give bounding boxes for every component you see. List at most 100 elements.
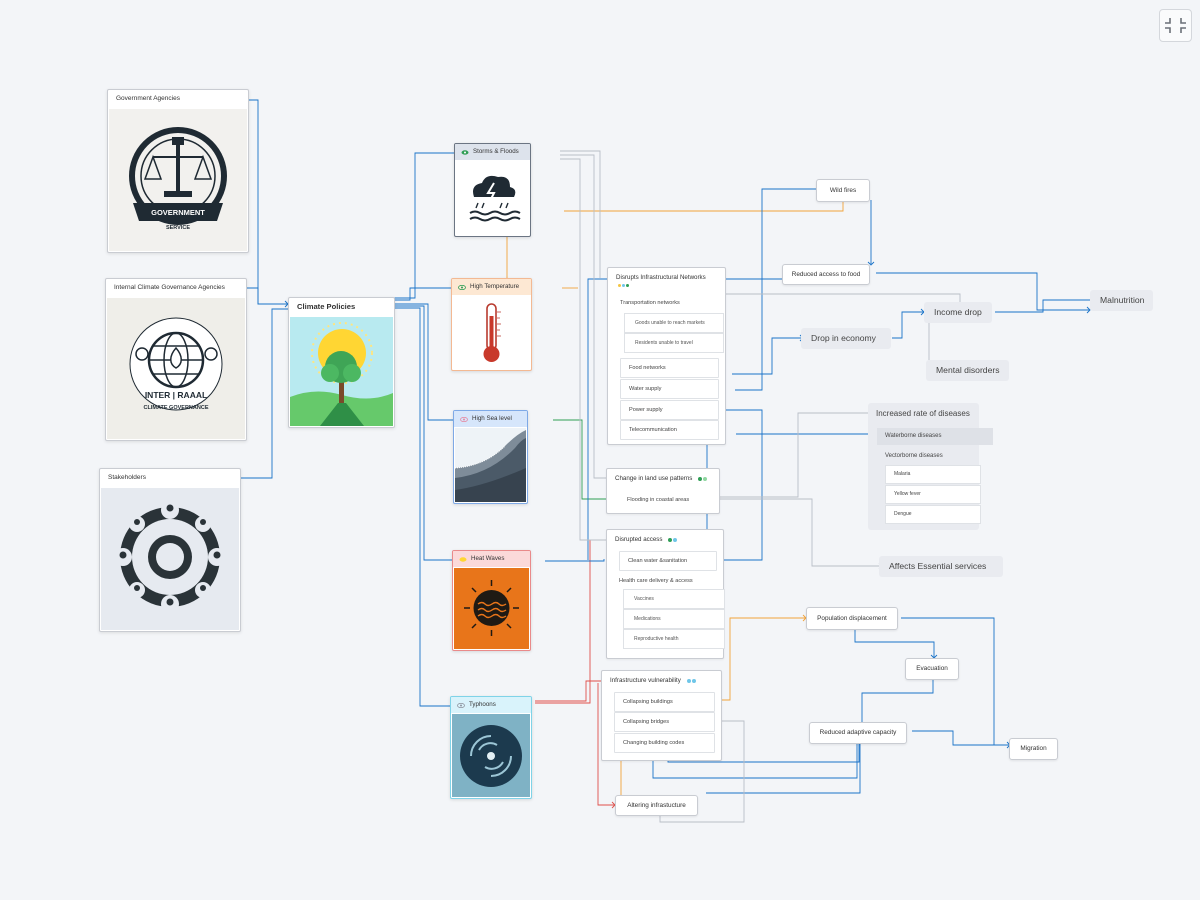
disrupted-access-group[interactable]: Disrupted access Clean water &sanitation… [606,529,725,659]
drop-in-economy-node[interactable]: Drop in economy [801,328,891,349]
altering-infrastructure-node[interactable]: Altering infrastucture [615,795,698,816]
disrupts-infrastructural-networks-group[interactable]: Disrupts Infrastructural Networks Transp… [607,267,726,445]
malnutrition-node[interactable]: Malnutrition [1090,290,1153,311]
flooding-coastal-item[interactable]: Flooding in coastal areas [619,491,713,509]
collapse-button[interactable] [1159,9,1192,42]
status-dot [691,679,696,683]
reduced-access-food-node[interactable]: Reduced access to food [782,264,870,285]
edge-gray-land-diseases [712,412,874,498]
food-networks-item[interactable]: Food networks [620,358,719,378]
stakeholders-logo [101,488,239,630]
edge-altering-adaptive [706,742,861,794]
vuln-dots [686,679,696,683]
edge-adaptive-migration [912,730,1010,746]
infrastructure-vulnerability-group[interactable]: Infrastructure vulnerability Collapsing … [601,670,722,761]
edge-internal-policies [245,287,288,305]
high-sea-level-title: High Sea level [472,415,512,422]
mental-disorders-node[interactable]: Mental disorders [926,360,1009,381]
infra-status-dots [618,284,629,287]
edge-policies-heat [393,305,452,561]
edge-gray-storms-infra [560,150,601,278]
eye-icon [461,149,469,155]
land-use-group[interactable]: Change in land use patterns Flooding in … [606,468,720,514]
government-logo: GOVERNMENT SERVICE [109,109,247,251]
edge-infra-economy [732,337,803,375]
stakeholders-title: Stakeholders [108,474,146,481]
increased-diseases-group[interactable]: Increased rate of diseases Waterborne di… [868,403,993,530]
goods-unable-item[interactable]: Goods unable to reach markets [624,313,724,333]
land-use-header: Change in land use patterns [607,469,719,489]
thermometer-image [453,296,530,369]
storm-cloud-image [456,161,529,235]
edge-economy-income [892,311,924,339]
edge-income-malnutrition [995,299,1090,313]
medications-item[interactable]: Medications [623,609,725,629]
eye-icon [457,702,465,708]
reduced-adaptive-capacity-node[interactable]: Reduced adaptive capacity [809,722,907,744]
reproductive-health-item[interactable]: Reproductive health [623,629,725,649]
edge-temp-wildfire [564,199,844,212]
collapsing-buildings-item[interactable]: Collapsing buildings [614,692,715,712]
power-supply-item[interactable]: Power supply [620,400,719,420]
high-temperature-title: High Temperature [470,283,520,290]
collapsing-bridges-item[interactable]: Collapsing bridges [614,712,715,732]
edge-policies-typhoons [393,307,450,707]
changing-codes-item[interactable]: Changing building codes [614,733,715,753]
sea-wave-image [454,428,526,502]
yellow-fever-item[interactable]: Yellow fever [885,485,981,504]
internal-agencies-card[interactable]: Internal Climate Governance Agencies INT… [105,278,247,441]
status-dot [703,477,708,481]
edge-typhoon-vuln [535,680,606,702]
climate-policies-image [290,317,393,426]
internal-logo-subtext: CLIMATE GOVERNANCE [144,405,209,411]
high-sea-level-card[interactable]: High Sea level [453,410,528,504]
edge-government-policies [247,99,288,305]
access-dots [668,538,678,542]
internal-agencies-title: Internal Climate Governance Agencies [114,284,225,291]
water-supply-item[interactable]: Water supply [620,379,719,399]
transportation-networks-label: Transportation networks [620,300,680,306]
typhoons-card[interactable]: Typhoons [450,696,532,799]
heat-waves-title: Heat Waves [471,555,505,562]
stakeholders-card[interactable]: Stakeholders [99,468,241,632]
typhoons-title: Typhoons [469,701,496,708]
edge-stakeholders-policies [240,308,288,479]
status-dot [622,284,625,287]
heat-sun-image [454,568,529,649]
climate-policies-card[interactable]: Climate Policies [288,297,395,428]
wild-fires-node[interactable]: Wild fires [816,179,870,202]
heat-waves-header: Heat Waves [453,551,530,567]
government-agencies-card[interactable]: Government Agencies GOVERNMENT SERVICE [107,89,249,253]
population-displacement-node[interactable]: Population displacement [806,607,898,630]
status-dot [673,538,678,542]
vaccines-item[interactable]: Vaccines [623,589,725,609]
migration-node[interactable]: Migration [1009,738,1058,760]
edge-heat-access [545,559,605,562]
eye-icon [460,416,468,422]
vuln-title: Infrastructure vulnerability [610,677,681,684]
status-dot [618,284,621,287]
waterborne-item[interactable]: Waterborne diseases [877,428,993,445]
clean-water-item[interactable]: Clean water &sanitation [619,551,717,571]
malaria-item[interactable]: Malaria [885,465,981,484]
dengue-item[interactable]: Dengue [885,505,981,524]
land-use-title: Change in land use patterns [615,475,693,482]
edge-gray-storms-access [560,158,606,541]
residents-unable-item[interactable]: Residents unable to travel [624,333,724,353]
edge-gray-land-essential [712,498,882,567]
telecommunication-item[interactable]: Telecommunication [620,420,719,440]
income-drop-node[interactable]: Income drop [924,302,992,323]
infra-title: Disrupts Infrastructural Networks [616,274,706,281]
storms-floods-header: Storms & Floods [455,144,530,160]
evacuation-node[interactable]: Evacuation [905,658,959,680]
high-temperature-card[interactable]: High Temperature [451,278,532,371]
affects-essential-services-node[interactable]: Affects Essential services [879,556,1003,577]
edge-cleanwater-power [720,409,763,561]
edge-migration-displacement [901,617,1010,746]
storms-floods-card[interactable]: Storms & Floods [454,143,531,237]
high-temperature-header: High Temperature [452,279,531,295]
climate-policies-title: Climate Policies [297,302,356,311]
collapse-icon [1165,18,1186,33]
heat-waves-card[interactable]: Heat Waves [452,550,531,651]
vuln-header: Infrastructure vulnerability [602,671,721,691]
